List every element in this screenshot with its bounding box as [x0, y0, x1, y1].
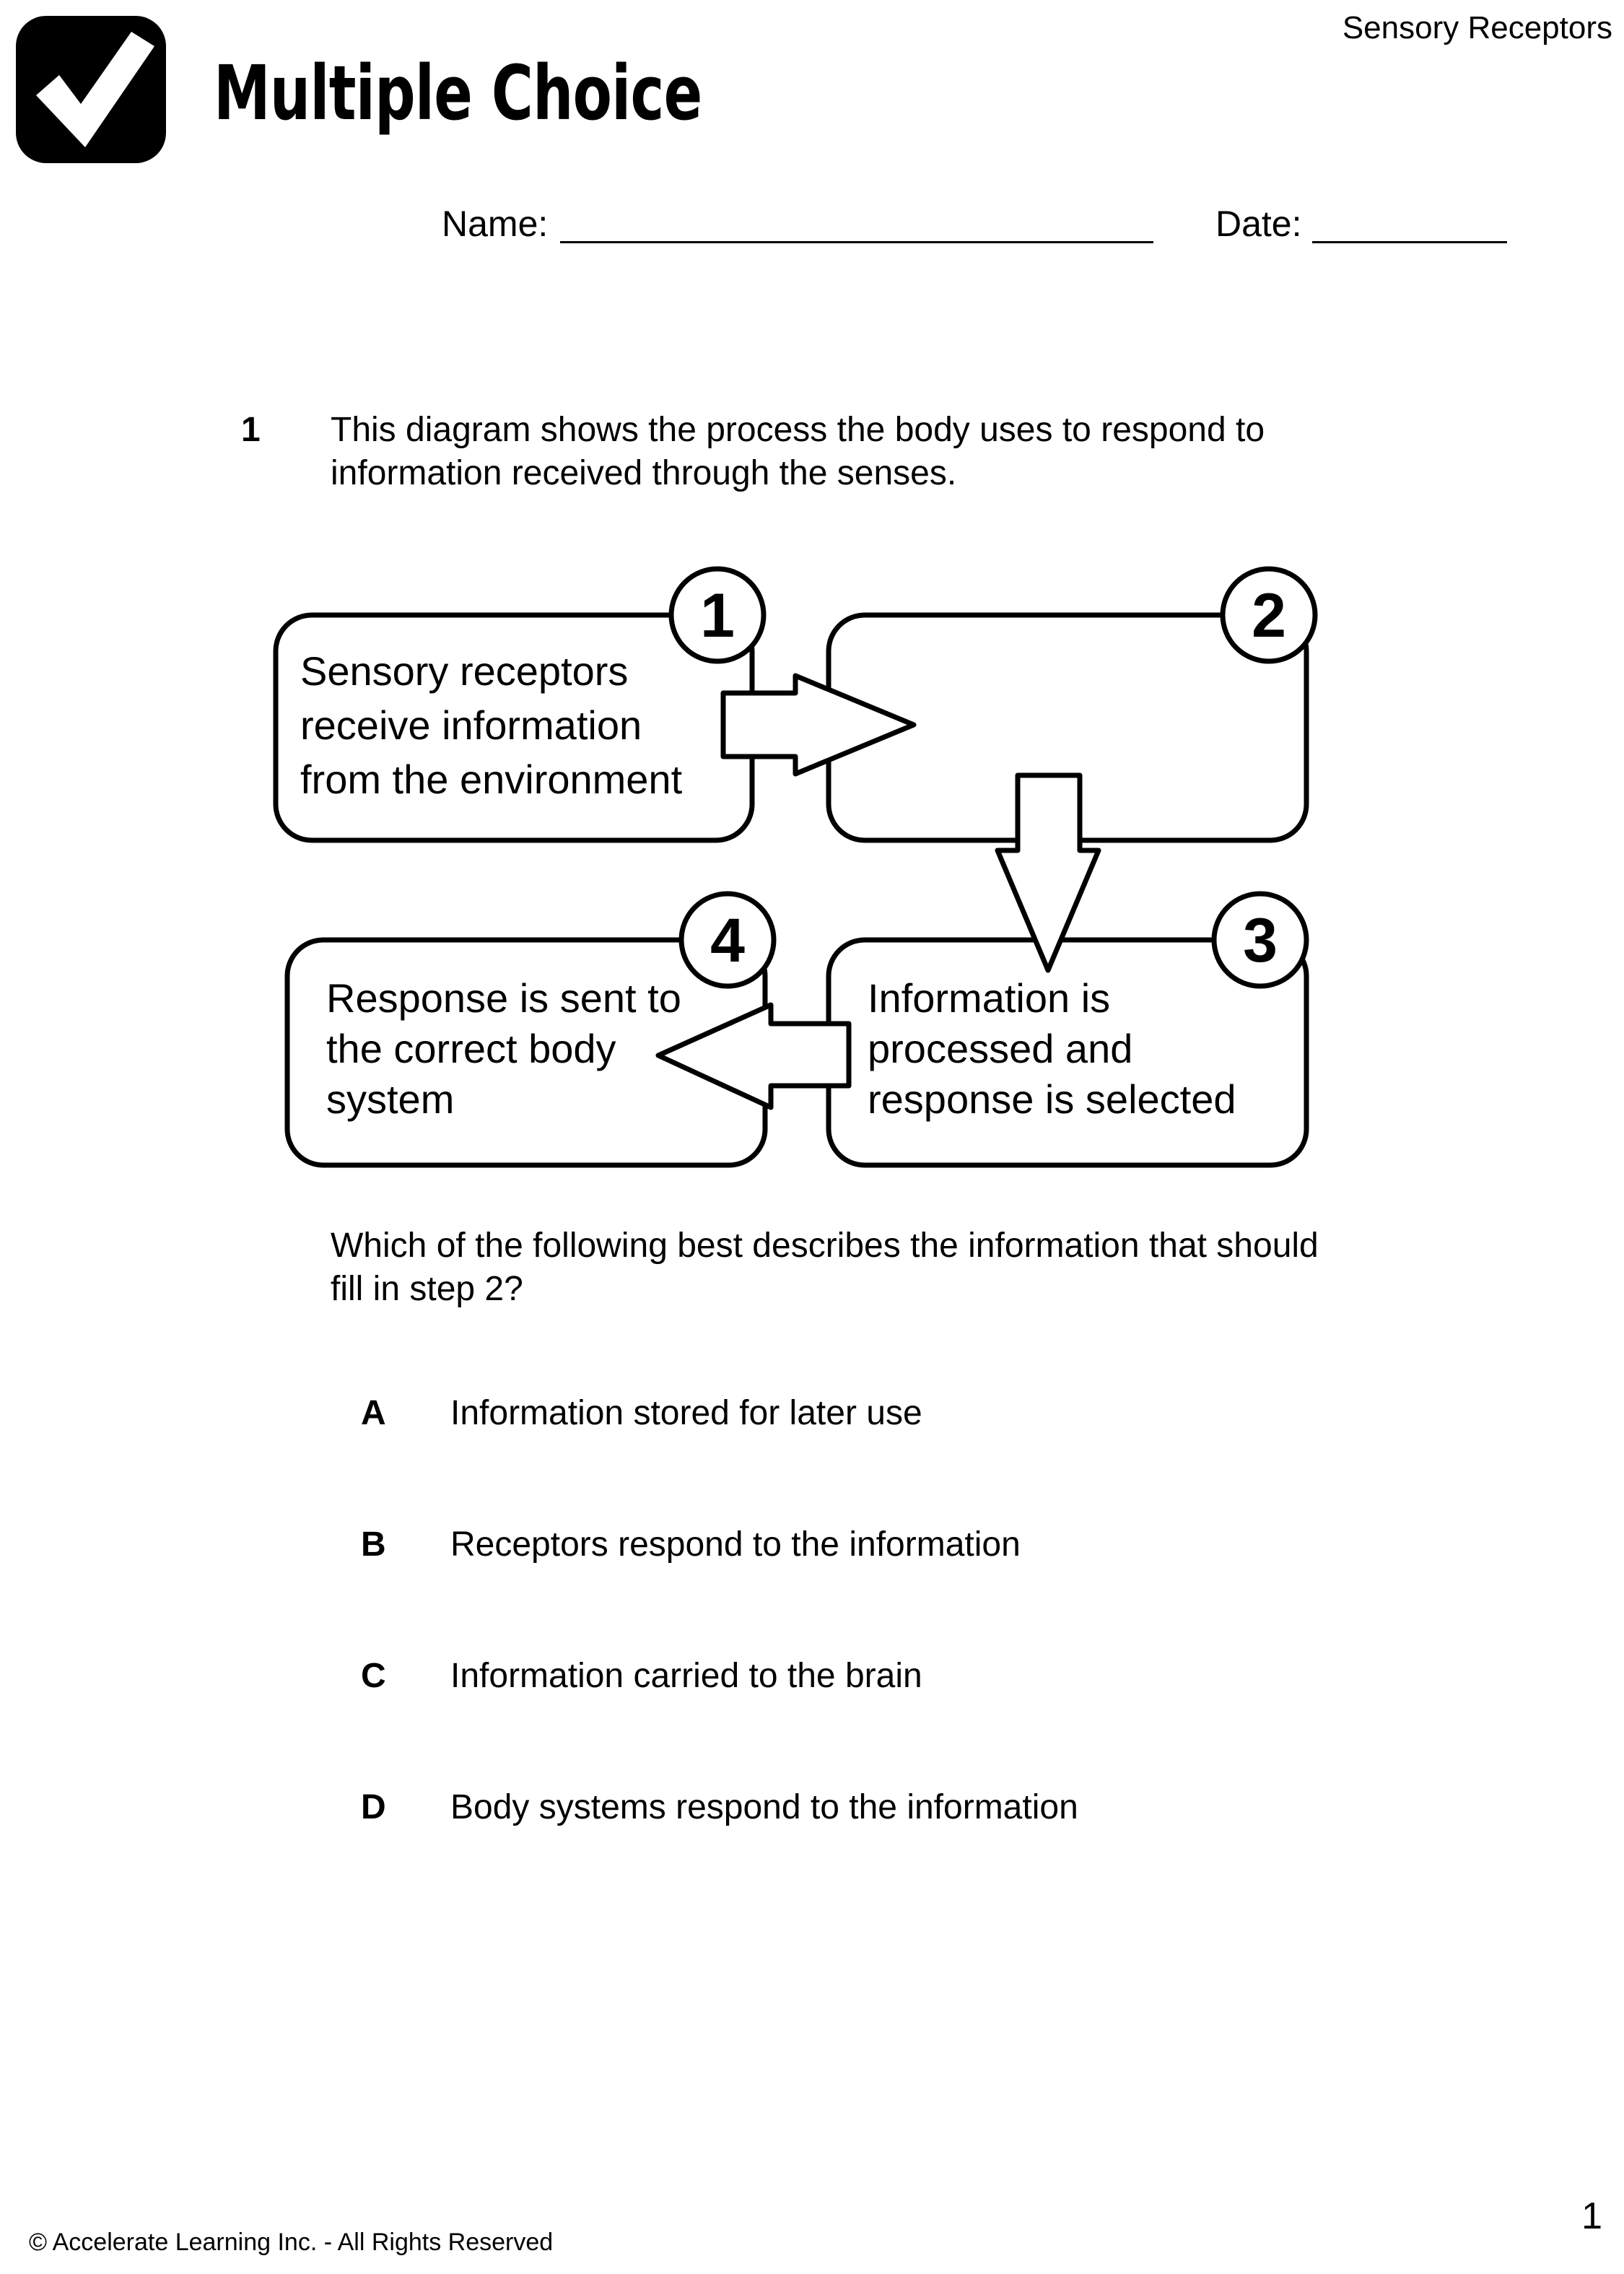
copyright-notice: © Accelerate Learning Inc. - All Rights … [29, 2229, 554, 2256]
step-4-line-2: the correct body [326, 1026, 616, 1071]
name-label: Name: [442, 204, 549, 244]
step-3-number: 3 [1243, 906, 1278, 975]
step-2-number: 2 [1252, 581, 1286, 650]
choice-d-letter[interactable]: D [361, 1788, 386, 1826]
date-label: Date: [1215, 204, 1302, 244]
step-4-line-1: Response is sent to [326, 975, 681, 1021]
step-3-line-2: processed and [868, 1026, 1133, 1071]
name-field[interactable] [560, 241, 1153, 243]
step-3-badge [1211, 891, 1309, 989]
arrow-right [720, 673, 917, 777]
step-1-line-2: receive information [300, 702, 642, 748]
page-number: 1 [1581, 2195, 1602, 2237]
process-diagram: 1 2 3 4 [273, 566, 1318, 1168]
choice-a-letter[interactable]: A [361, 1394, 386, 1432]
step-3-text: Information is processed and response is… [868, 973, 1236, 1125]
page-title: Multiple Choice [214, 49, 702, 137]
date-field[interactable] [1312, 241, 1507, 243]
question-number: 1 [241, 411, 261, 449]
arrow-left [655, 1002, 852, 1110]
choice-c-letter[interactable]: C [361, 1657, 386, 1695]
arrow-down [995, 772, 1101, 973]
step-1-line-1: Sensory receptors [300, 648, 629, 694]
choice-a-text[interactable]: Information stored for later use [450, 1394, 922, 1432]
step-1-text: Sensory receptors receive information fr… [300, 644, 682, 806]
step-4-line-3: system [326, 1076, 455, 1122]
step-1-line-3: from the environment [300, 757, 683, 802]
step-3-line-3: response is selected [868, 1076, 1236, 1122]
step-4-number: 4 [710, 906, 745, 975]
subject-label: Sensory Receptors [1342, 10, 1612, 45]
question-prompt: Which of the following best describes th… [331, 1227, 1319, 1308]
step-1-badge [668, 566, 767, 664]
step-2-badge [1220, 566, 1318, 664]
step-4-text: Response is sent to the correct body sys… [326, 973, 681, 1125]
question-text: This diagram shows the process the body … [331, 411, 1265, 492]
choice-c-text[interactable]: Information carried to the brain [450, 1657, 922, 1695]
step-1-number: 1 [700, 581, 735, 650]
step-3-line-1: Information is [868, 975, 1111, 1021]
choice-b-letter[interactable]: B [361, 1525, 386, 1564]
step-4-badge [678, 891, 777, 989]
choice-b-text[interactable]: Receptors respond to the information [450, 1525, 1021, 1564]
choice-d-text[interactable]: Body systems respond to the information [450, 1788, 1078, 1826]
checkmark-icon [16, 16, 166, 163]
